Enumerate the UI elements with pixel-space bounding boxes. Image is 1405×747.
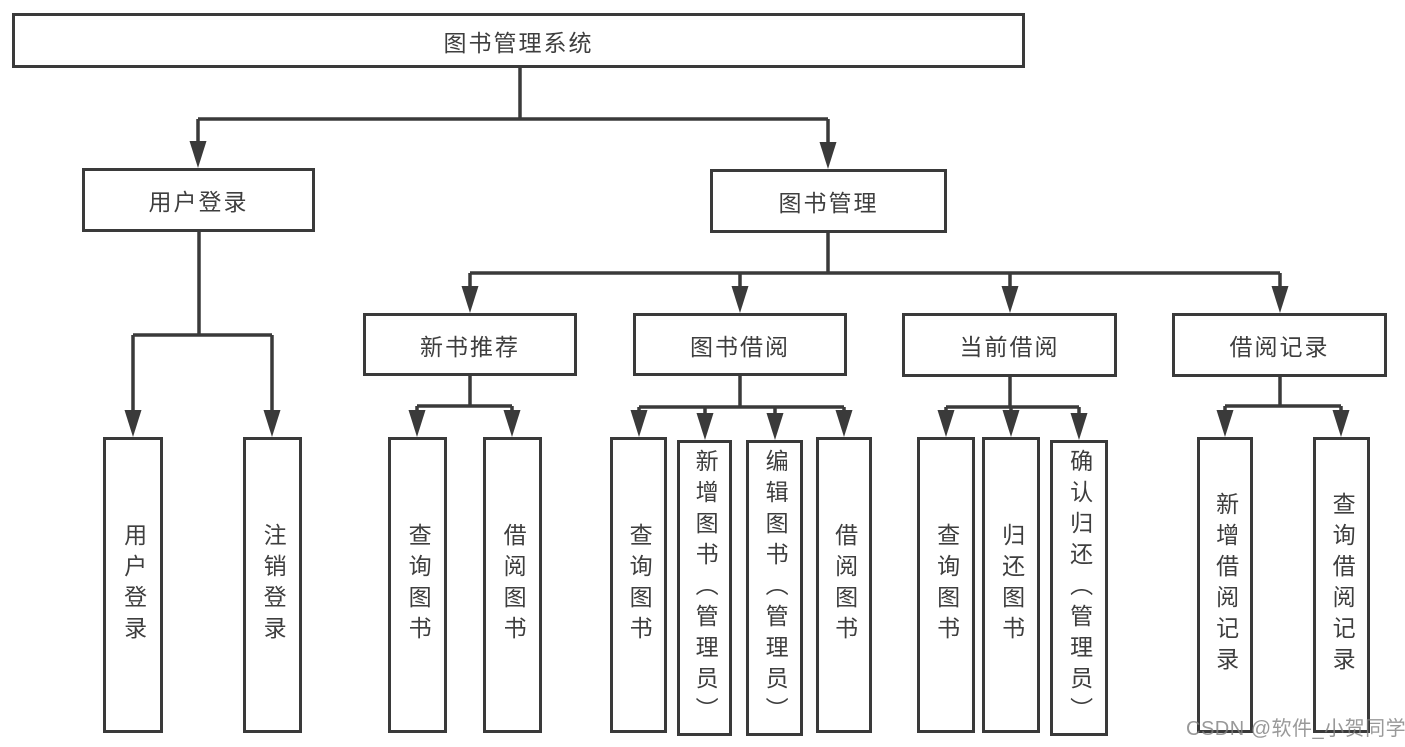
node-logout-label: 注销登录 xyxy=(260,523,287,647)
node-cb-return-books: 归还图书 xyxy=(982,437,1040,733)
node-rec-query-books-label: 查询图书 xyxy=(405,523,432,647)
node-book-management-label: 图书管理 xyxy=(778,190,879,216)
node-book-borrowing: 图书借阅 xyxy=(633,313,847,376)
node-current-borrowing-label: 当前借阅 xyxy=(959,334,1060,360)
node-cb-confirm-return-admin: 确认归还（管理员） xyxy=(1050,440,1108,736)
node-bb-query-books: 查询图书 xyxy=(610,437,667,733)
node-cb-query-books: 查询图书 xyxy=(917,437,975,733)
csdn-watermark: CSDN @软件_小贺同学 xyxy=(1186,718,1405,740)
node-bb-borrow-books-label: 借阅图书 xyxy=(831,523,858,647)
node-br-add-record-label: 新增借阅记录 xyxy=(1212,492,1239,678)
node-bb-query-books-label: 查询图书 xyxy=(626,523,653,647)
node-bb-edit-books-admin: 编辑图书（管理员） xyxy=(746,440,803,736)
node-bb-edit-books-admin-label: 编辑图书（管理员） xyxy=(762,448,789,728)
node-logout: 注销登录 xyxy=(243,437,302,733)
node-borrowing-records-label: 借阅记录 xyxy=(1229,334,1330,360)
node-rec-query-books: 查询图书 xyxy=(388,437,447,733)
node-new-book-recommend-label: 新书推荐 xyxy=(420,333,520,360)
node-br-add-record: 新增借阅记录 xyxy=(1197,437,1253,733)
node-bb-add-books-admin: 新增图书（管理员） xyxy=(677,440,732,736)
node-cb-return-books-label: 归还图书 xyxy=(998,523,1025,647)
node-user-login-leaf-label: 用户登录 xyxy=(120,523,147,647)
node-br-query-record-label: 查询借阅记录 xyxy=(1329,492,1356,678)
node-library-system: 图书管理系统 xyxy=(12,13,1025,68)
node-book-management: 图书管理 xyxy=(710,169,947,233)
node-br-query-record: 查询借阅记录 xyxy=(1313,437,1370,733)
node-cb-query-books-label: 查询图书 xyxy=(933,523,960,647)
arrowheads xyxy=(124,141,1350,440)
node-rec-borrow-books: 借阅图书 xyxy=(483,437,542,733)
node-book-borrowing-label: 图书借阅 xyxy=(690,333,790,360)
node-rec-borrow-books-label: 借阅图书 xyxy=(500,523,527,647)
node-user-login-branch-label: 用户登录 xyxy=(148,189,249,215)
node-current-borrowing: 当前借阅 xyxy=(902,313,1117,377)
node-cb-confirm-return-admin-label: 确认归还（管理员） xyxy=(1066,448,1093,728)
node-bb-borrow-books: 借阅图书 xyxy=(816,437,872,733)
node-user-login-leaf: 用户登录 xyxy=(103,437,163,733)
node-user-login-branch: 用户登录 xyxy=(82,168,315,232)
node-bb-add-books-admin-label: 新增图书（管理员） xyxy=(692,448,719,728)
node-borrowing-records: 借阅记录 xyxy=(1172,313,1387,377)
node-new-book-recommend: 新书推荐 xyxy=(363,313,577,376)
node-library-system-label: 图书管理系统 xyxy=(443,29,594,56)
